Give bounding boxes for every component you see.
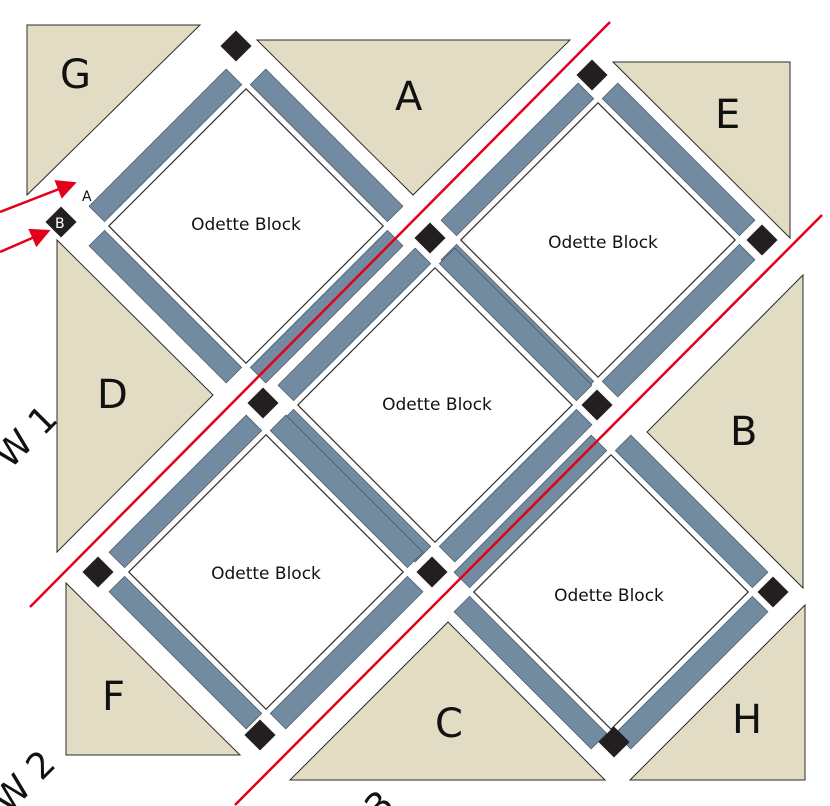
svg-text:Odette Block: Odette Block [554,586,664,606]
triangle-b: B [646,273,804,590]
odette-block: Odette Block [68,48,424,404]
row-2-label: W 2 [0,743,64,806]
row-divider-line [234,214,823,806]
svg-text:C: C [435,701,463,747]
row-divider-line [29,21,611,608]
svg-text:Odette Block: Odette Block [191,215,301,235]
svg-text:Odette Block: Odette Block [548,233,658,253]
triangle-f: F [65,581,242,756]
triangle-e: E [611,61,791,240]
svg-text:F: F [102,674,125,720]
cornerstone-b [45,206,77,238]
cornerstone-label-b: B [55,216,65,232]
svg-text:D: D [97,372,128,418]
svg-text:H: H [732,697,762,743]
arrow-to-cornerstone [0,228,51,254]
odette-block: Odette Block [88,394,444,750]
svg-text:E: E [715,92,740,138]
triangle-h: H [628,603,806,781]
triangle-g: G [26,24,202,197]
svg-text:Odette Block: Odette Block [382,395,492,415]
triangle-a: A [255,39,572,196]
svg-text:B: B [730,409,757,455]
odette-block: Odette Block [257,227,613,583]
triangle-c: C [288,621,607,781]
row-3-label: 3 [357,783,402,806]
svg-text:G: G [60,52,91,98]
odette-block: Odette Block [420,62,776,418]
svg-text:A: A [395,74,423,120]
svg-text:Odette Block: Odette Block [211,564,321,584]
row-1-label: W 1 [0,398,66,476]
arrow-to-strip [0,180,77,214]
odette-block: Odette Block [433,414,789,770]
strip-label-a: A [82,189,92,205]
triangle-d: D [56,238,214,554]
